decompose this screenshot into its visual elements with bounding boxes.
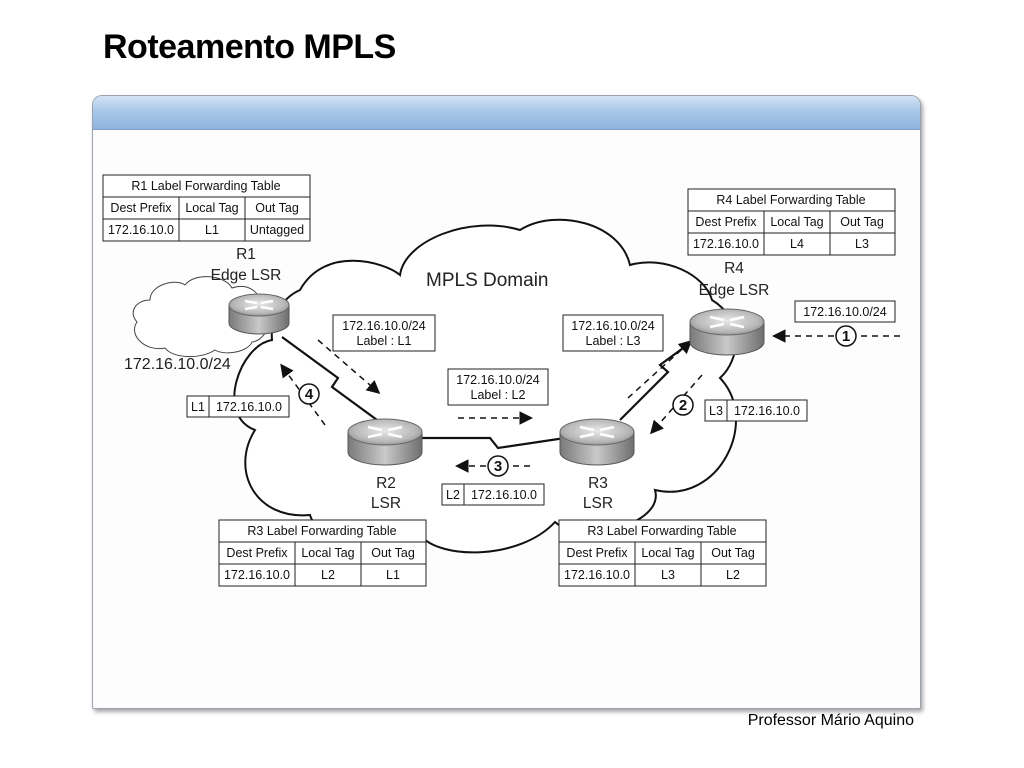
- mpls-domain-label: MPLS Domain: [426, 270, 549, 291]
- label-forwarding-table-r3: R3 Label Forwarding Table Dest Prefix Lo…: [558, 519, 767, 587]
- table-cell-dest: 172.16.10.0: [564, 568, 630, 582]
- table-header-out: Out Tag: [371, 546, 415, 560]
- advertisement-box-l3: 172.16.10.0/24 Label : L3: [562, 314, 664, 352]
- packet-label: L3: [709, 404, 723, 418]
- label-forwarding-table-r4: R4 Label Forwarding Table Dest Prefix Lo…: [687, 188, 896, 256]
- table-cell-local: L1: [205, 223, 219, 237]
- advertisement-prefix: 172.16.10.0/24: [456, 373, 539, 387]
- step-number: 1: [842, 328, 850, 345]
- fwd-arrow-r1-r2: [317, 339, 381, 394]
- table-cell-local: L2: [321, 568, 335, 582]
- packet-dest: 172.16.10.0: [216, 400, 282, 414]
- advertisement-prefix: 172.16.10.0/24: [571, 319, 654, 333]
- table-title: R1 Label Forwarding Table: [131, 179, 280, 193]
- advertisement-label: Label : L1: [357, 334, 412, 348]
- packet-label: L1: [191, 400, 205, 414]
- table-cell-out: L1: [386, 568, 400, 582]
- table-cell-out: Untagged: [250, 223, 304, 237]
- advertisement-box-l2: 172.16.10.0/24 Label : L2: [447, 368, 549, 406]
- router-r4-role: Edge LSR: [699, 282, 770, 299]
- step-number: 4: [305, 386, 314, 403]
- packet-label: L2: [446, 488, 460, 502]
- router-r2-name: R2: [376, 475, 396, 492]
- table-header-dest: Dest Prefix: [695, 215, 757, 229]
- router-r3-icon: [559, 418, 635, 466]
- step-marker-3: 3: [487, 455, 509, 477]
- router-r1-role: Edge LSR: [211, 267, 282, 284]
- step-marker-1: 1: [835, 325, 857, 347]
- router-r3-role: LSR: [583, 495, 613, 512]
- step-number: 3: [494, 458, 502, 475]
- table-header-dest: Dest Prefix: [110, 201, 172, 215]
- step-marker-2: 2: [672, 394, 694, 416]
- table-title: R4 Label Forwarding Table: [716, 193, 865, 207]
- router-r4-name: R4: [724, 260, 744, 277]
- advertisement-label: Label : L3: [586, 334, 641, 348]
- table-cell-local: L3: [661, 568, 675, 582]
- router-r4-icon: [689, 308, 765, 356]
- footer-author: Professor Mário Aquino: [747, 712, 914, 729]
- serial-link-r2-r3: [420, 436, 566, 450]
- table-header-local: Local Tag: [301, 546, 354, 560]
- step-marker-4: 4: [298, 383, 320, 405]
- table-cell-out: L3: [855, 237, 869, 251]
- label-forwarding-table-r1: R1 Label Forwarding Table Dest Prefix Lo…: [102, 174, 311, 242]
- packet-box-l1: L1 172.16.10.0: [186, 395, 290, 418]
- network-prefix-label: 172.16.10.0/24: [124, 356, 231, 373]
- router-r2-icon: [347, 418, 423, 466]
- router-r1-name: R1: [236, 246, 256, 263]
- serial-link-r1-r2: [281, 336, 389, 429]
- table-header-local: Local Tag: [185, 201, 238, 215]
- table-title: R3 Label Forwarding Table: [587, 524, 736, 538]
- router-r3-name: R3: [588, 475, 608, 492]
- table-header-local: Local Tag: [641, 546, 694, 560]
- table-cell-dest: 172.16.10.0: [693, 237, 759, 251]
- table-title: R3 Label Forwarding Table: [247, 524, 396, 538]
- advertisement-prefix: 172.16.10.0/24: [342, 319, 425, 333]
- packet-box-l2: L2 172.16.10.0: [441, 483, 545, 506]
- step-number: 2: [679, 397, 687, 414]
- table-header-dest: Dest Prefix: [566, 546, 628, 560]
- customer-network-cloud: [132, 276, 269, 357]
- packet-dest: 172.16.10.0: [734, 404, 800, 418]
- router-r1-icon: [228, 293, 290, 335]
- table-header-local: Local Tag: [770, 215, 823, 229]
- label-forwarding-table-r2: R3 Label Forwarding Table Dest Prefix Lo…: [218, 519, 427, 587]
- incoming-prefix: 172.16.10.0/24: [803, 305, 886, 319]
- panel-header-bar: [93, 96, 920, 130]
- table-cell-local: L4: [790, 237, 804, 251]
- router-r2-role: LSR: [371, 495, 401, 512]
- table-cell-dest: 172.16.10.0: [108, 223, 174, 237]
- incoming-prefix-box: 172.16.10.0/24: [794, 300, 896, 323]
- table-header-out: Out Tag: [255, 201, 299, 215]
- advertisement-box-l1: 172.16.10.0/24 Label : L1: [332, 314, 436, 352]
- fwd-arrow-r3-r4: [627, 339, 693, 399]
- advertisement-label: Label : L2: [471, 388, 526, 402]
- table-header-dest: Dest Prefix: [226, 546, 288, 560]
- slide-title: Roteamento MPLS: [103, 28, 396, 66]
- packet-dest: 172.16.10.0: [471, 488, 537, 502]
- table-header-out: Out Tag: [840, 215, 884, 229]
- table-cell-dest: 172.16.10.0: [224, 568, 290, 582]
- table-header-out: Out Tag: [711, 546, 755, 560]
- packet-box-l3: L3 172.16.10.0: [704, 399, 808, 422]
- table-cell-out: L2: [726, 568, 740, 582]
